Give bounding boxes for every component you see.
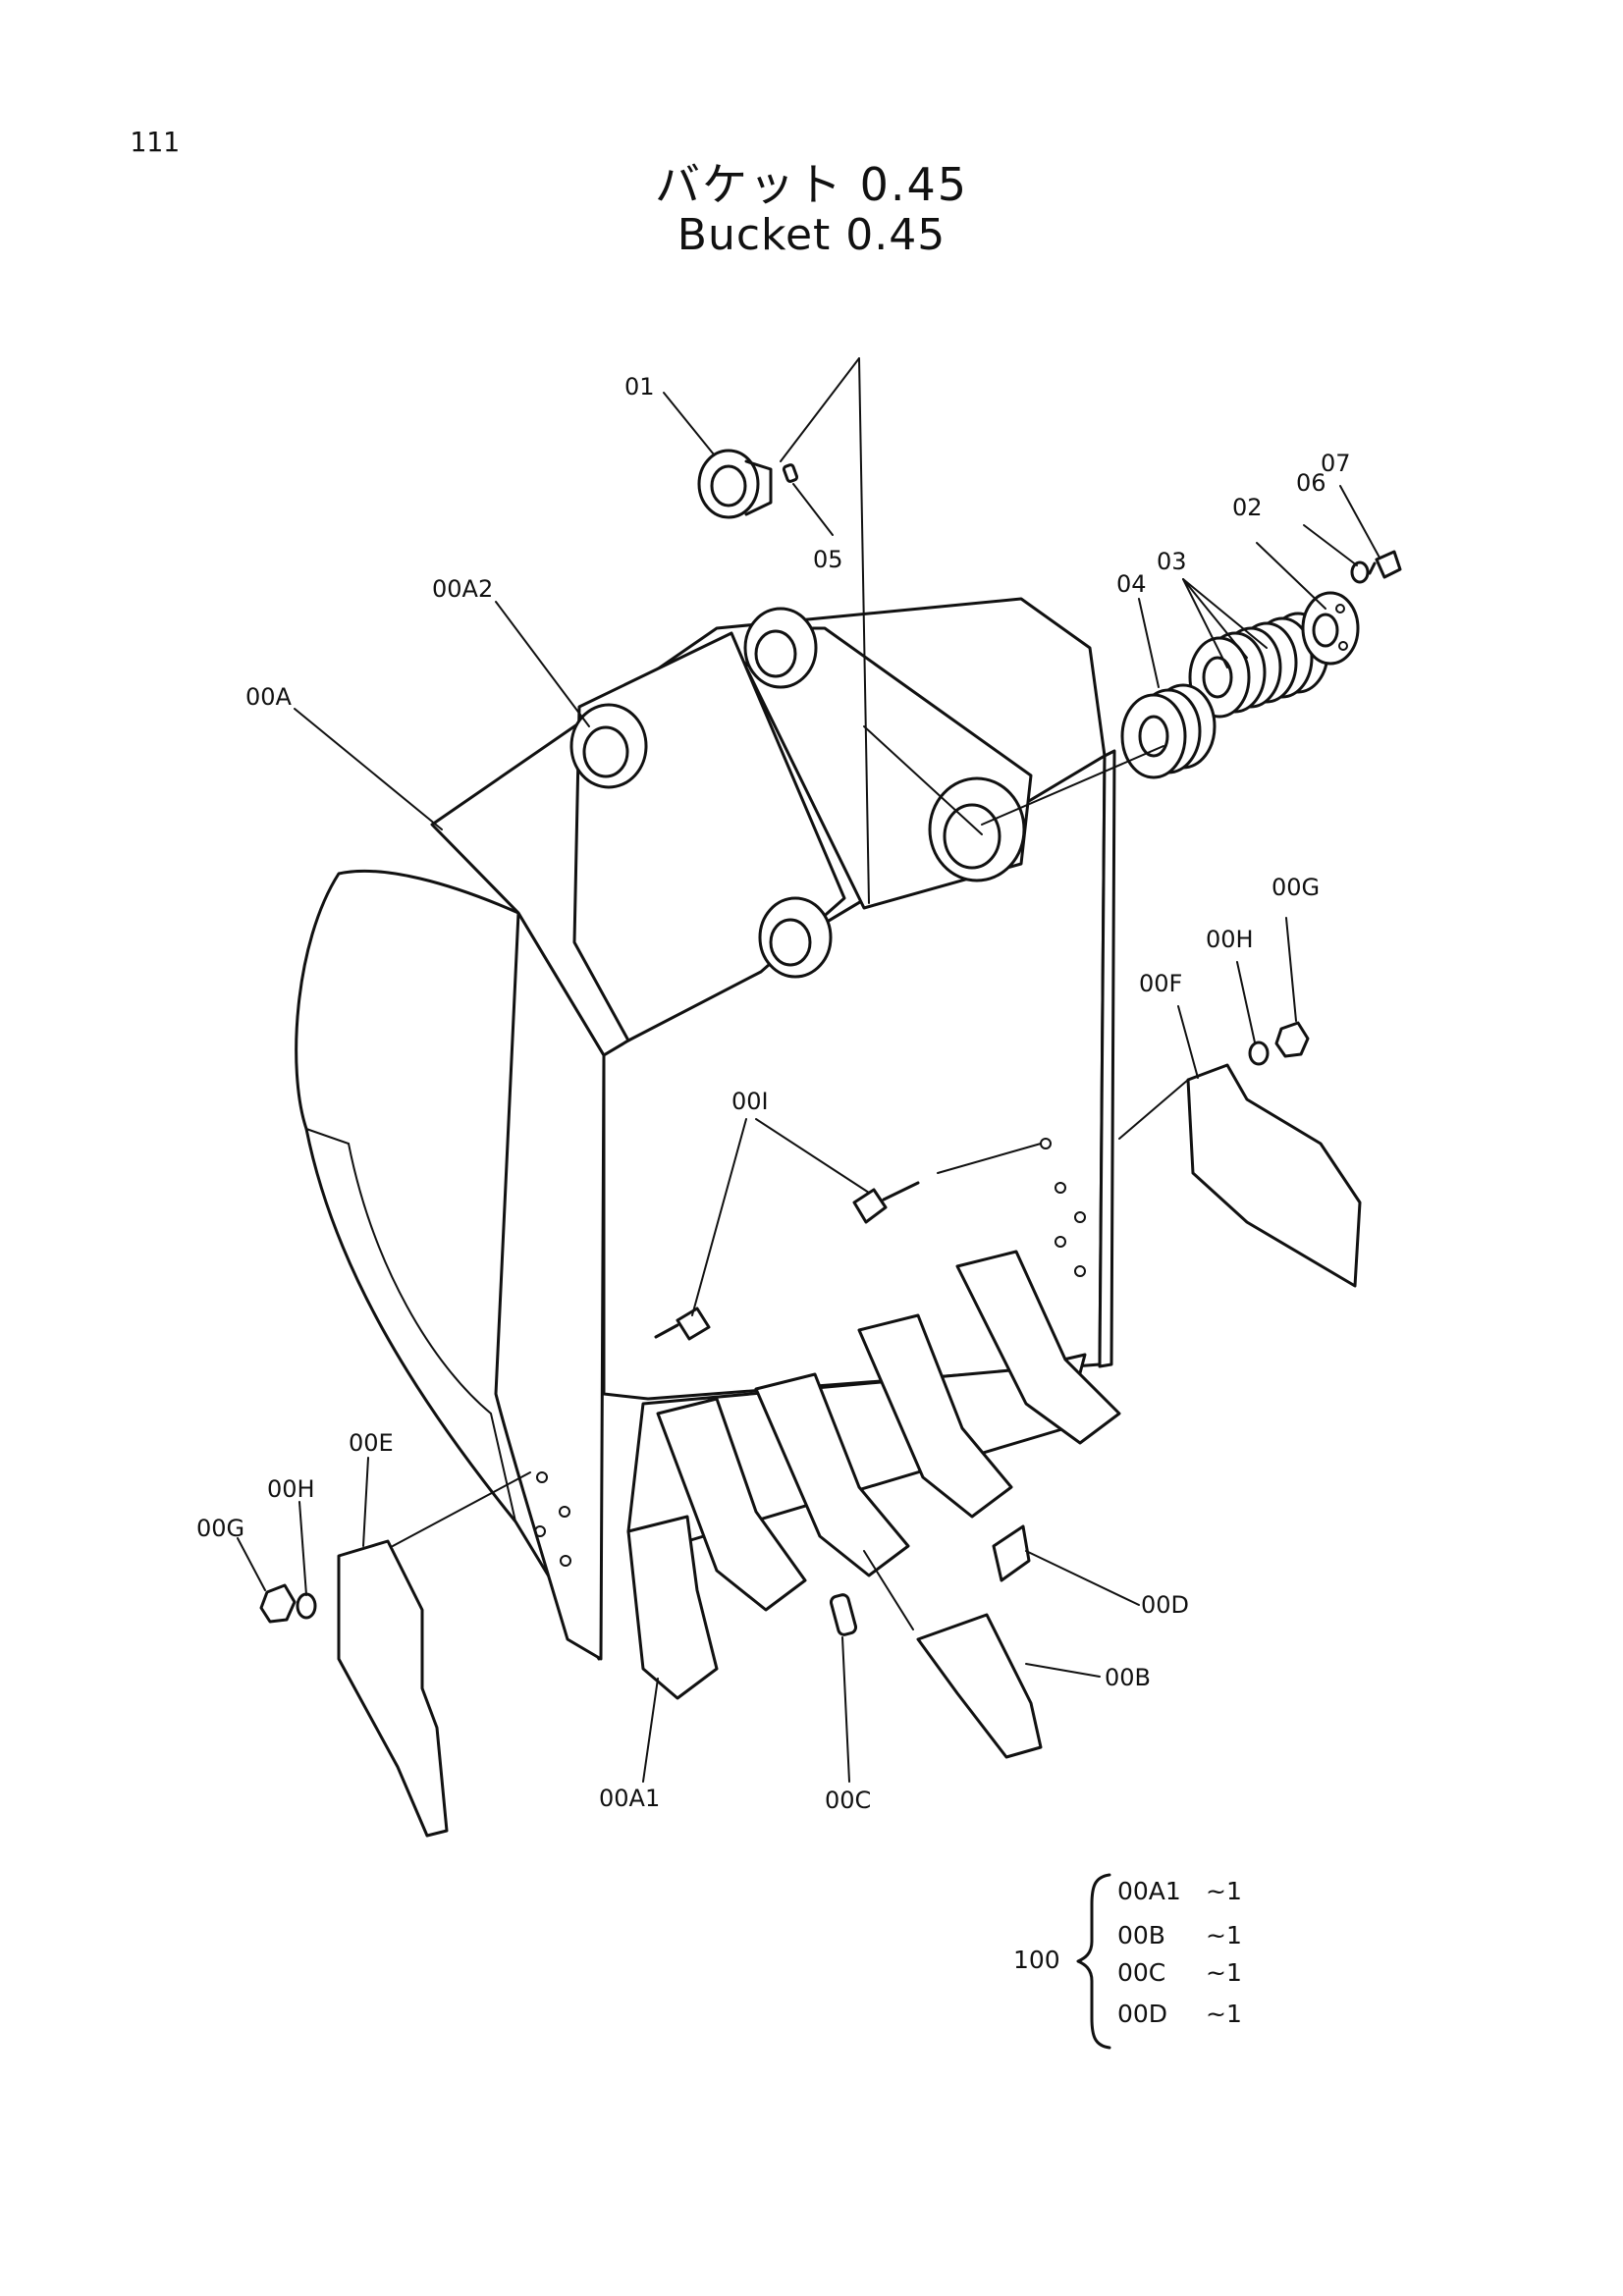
tooth-pin-00C <box>829 1593 858 1636</box>
bucket-teeth <box>626 1250 1121 1759</box>
callout-00C: 00C <box>825 1787 871 1814</box>
tooth-adapter-1 <box>626 1515 719 1700</box>
set-item-qty-2: ~1 <box>1206 1921 1242 1949</box>
set-item-qty-3: ~1 <box>1206 1958 1242 1987</box>
set-item-part-1: 00A1 <box>1117 1877 1181 1905</box>
bolt-00I-upper <box>852 1181 920 1224</box>
bucket-front-flange-left <box>494 911 606 1661</box>
tooth-point-00B <box>916 1613 1043 1759</box>
title-japanese: バケット 0.45 <box>654 158 969 211</box>
callout-00F: 00F <box>1139 970 1182 997</box>
callout-labels: 01 05 00A2 00A 04 03 02 06 07 00G 00H 00… <box>196 373 1351 1814</box>
set-item-part-2: 00B <box>1117 1921 1165 1949</box>
callout-06: 06 <box>1296 469 1326 497</box>
callout-05: 05 <box>813 546 843 573</box>
set-item-part-3: 00C <box>1117 1958 1165 1987</box>
washer-00H-left <box>296 1592 317 1620</box>
callout-00A: 00A <box>245 683 293 711</box>
spring-pin-05 <box>782 463 799 483</box>
title-english: Bucket 0.45 <box>676 210 947 260</box>
nut-00G-left <box>259 1583 297 1624</box>
bucket-boss-upper-left <box>569 703 648 789</box>
tooth-adapter-5 <box>955 1250 1121 1445</box>
pin-collar-01 <box>697 449 773 519</box>
bolt-07 <box>1368 550 1402 579</box>
callout-07: 07 <box>1321 450 1351 477</box>
callout-00G-right: 00G <box>1271 874 1320 901</box>
bucket-side-plate-right <box>1098 749 1116 1368</box>
tooth-adapter-4 <box>857 1313 1013 1519</box>
side-cutter-right-00F <box>1186 1063 1362 1288</box>
callout-00A1: 00A1 <box>599 1785 660 1812</box>
set-composition-note: 100 00A1 ~1 00B ~1 00C ~1 00D ~1 <box>1013 1873 1242 2050</box>
callout-00A2: 00A2 <box>432 575 493 603</box>
set-item-part-4: 00D <box>1117 2000 1167 2028</box>
callout-02: 02 <box>1232 494 1263 521</box>
plate-02 <box>1301 591 1360 666</box>
tooth-adapter-3 <box>754 1372 910 1577</box>
set-brace <box>1076 1873 1111 2050</box>
page-number: 111 <box>130 126 180 158</box>
callout-03: 03 <box>1157 548 1187 575</box>
bucket-body <box>295 597 1116 1661</box>
set-item-qty-1: ~1 <box>1206 1877 1242 1905</box>
nut-00G-right <box>1274 1021 1310 1058</box>
callout-00I: 00I <box>731 1088 769 1115</box>
set-item-qty-4: ~1 <box>1206 2000 1242 2028</box>
callout-00G-left: 00G <box>196 1515 244 1542</box>
callout-01: 01 <box>624 373 655 400</box>
tooth-adapter-2 <box>656 1397 807 1612</box>
washer-00H-right <box>1248 1041 1270 1066</box>
side-cutter-left-00E <box>337 1539 449 1838</box>
tooth-lock-00D <box>992 1524 1031 1582</box>
side-cutter-bolt-holes-left <box>534 1471 571 1567</box>
callout-00H-left: 00H <box>267 1475 315 1503</box>
bucket-boss-upper-right <box>743 607 818 689</box>
shims-04 <box>1120 683 1217 779</box>
callout-00H-right: 00H <box>1206 926 1254 953</box>
bolt-00I-lower <box>654 1307 711 1341</box>
bucket-boss-lower-left <box>758 896 833 979</box>
bucket-wear-strip <box>305 1128 516 1522</box>
callout-00E: 00E <box>349 1429 394 1457</box>
callout-00D: 00D <box>1141 1591 1189 1619</box>
leader-lines <box>237 357 1380 1783</box>
callout-00B: 00B <box>1105 1664 1151 1691</box>
washer-06 <box>1350 561 1370 584</box>
callout-04: 04 <box>1116 570 1147 598</box>
set-assembly-number: 100 <box>1013 1946 1060 1974</box>
